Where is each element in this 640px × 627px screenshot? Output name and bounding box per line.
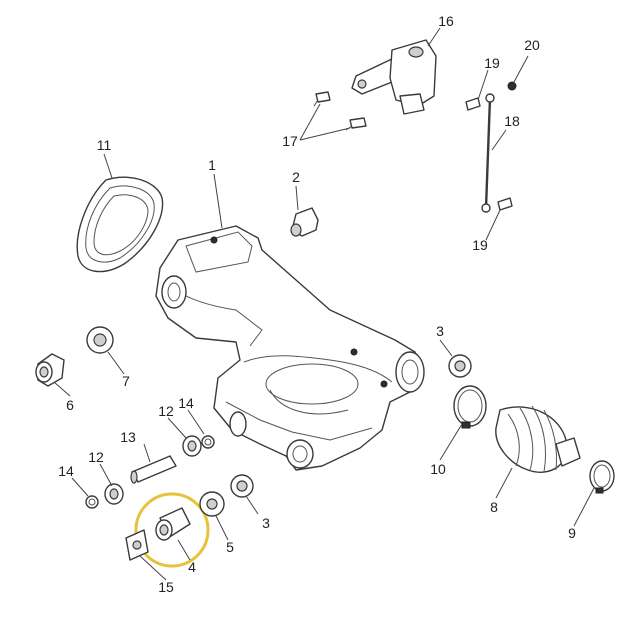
callout-6: 6 xyxy=(66,397,74,413)
part-20-nut[interactable] xyxy=(507,81,517,91)
part-14-washer-lower[interactable] xyxy=(85,495,99,509)
callout-14-upper: 14 xyxy=(178,395,194,411)
part-9-clamp[interactable] xyxy=(589,460,615,494)
callout-3-upper: 3 xyxy=(436,323,444,339)
part-17-bolts[interactable] xyxy=(313,91,367,131)
part-14-washer-upper[interactable] xyxy=(201,435,215,449)
callout-13: 13 xyxy=(120,429,136,445)
callout-8: 8 xyxy=(490,499,498,515)
callout-3-lower: 3 xyxy=(262,515,270,531)
callout-17: 17 xyxy=(282,133,298,149)
callout-16: 16 xyxy=(438,13,454,29)
part-13-sleeve[interactable] xyxy=(130,455,177,484)
callout-19-lower: 19 xyxy=(472,237,488,253)
callout-1: 1 xyxy=(208,157,216,173)
part-3-bearing-upper[interactable] xyxy=(448,354,472,378)
part-19-ball-joint-top[interactable] xyxy=(465,97,481,111)
callout-9: 9 xyxy=(568,525,576,541)
part-11-seal-boot[interactable] xyxy=(76,176,164,273)
part-19-ball-joint-bottom[interactable] xyxy=(497,197,513,211)
callout-18: 18 xyxy=(504,113,520,129)
part-12-bush-lower[interactable] xyxy=(104,483,124,505)
part-12-bush-upper[interactable] xyxy=(182,435,202,457)
part-16-sensor[interactable] xyxy=(351,39,437,115)
callout-12-upper: 12 xyxy=(158,403,174,419)
part-1-swingarm[interactable] xyxy=(155,225,425,471)
part-6-bush[interactable] xyxy=(35,353,65,387)
part-3-bearing-lower[interactable] xyxy=(230,474,254,498)
callout-2: 2 xyxy=(292,169,300,185)
callout-5: 5 xyxy=(226,539,234,555)
callout-4: 4 xyxy=(188,559,196,575)
callout-20: 20 xyxy=(524,37,540,53)
part-10-clamp[interactable] xyxy=(453,385,487,429)
callout-19-upper: 19 xyxy=(484,55,500,71)
callout-15: 15 xyxy=(158,579,174,595)
highlight-circle xyxy=(134,492,210,568)
part-5-nut[interactable] xyxy=(199,491,225,517)
part-18-link-rod[interactable] xyxy=(481,93,495,213)
part-7-nut[interactable] xyxy=(86,326,114,354)
callout-12-lower: 12 xyxy=(88,449,104,465)
part-2-bump-stop[interactable] xyxy=(290,207,319,237)
part-4-bush-highlighted[interactable] xyxy=(134,492,210,568)
part-15-washer[interactable] xyxy=(125,529,149,561)
leader-lines xyxy=(53,27,595,581)
callout-14-lower: 14 xyxy=(58,463,74,479)
callout-labels: 1 2 3 3 4 5 6 7 8 9 10 11 12 12 13 14 14… xyxy=(58,13,576,595)
callout-10: 10 xyxy=(430,461,446,477)
part-8-gaiter[interactable] xyxy=(495,405,581,473)
callout-11: 11 xyxy=(97,137,112,153)
callout-7: 7 xyxy=(122,373,130,389)
